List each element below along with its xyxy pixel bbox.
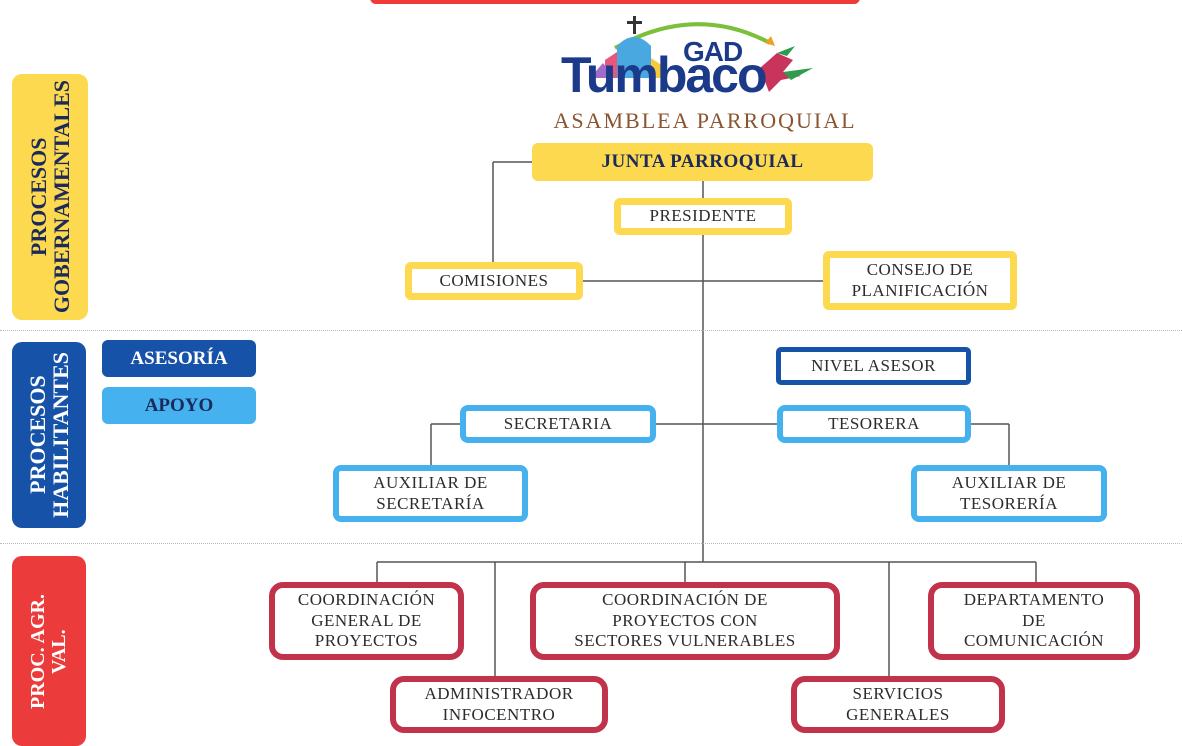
section-divider-bottom (0, 543, 1182, 544)
node-auxiliar-secretaria: AUXILIAR DE SECRETARÍA (333, 465, 528, 522)
node-consejo-planificacion: CONSEJO DE PLANIFICACIÓN (823, 251, 1017, 310)
node-junta-parroquial: JUNTA PARROQUIAL (532, 143, 873, 181)
node-tesorera: TESORERA (777, 405, 971, 443)
side-label-valor-text: PROC. AGR. VAL. (27, 593, 70, 709)
side-label-gobernamentales: PROCESOS GOBERNAMENTALES (12, 74, 88, 320)
gad-tumbaco-logo: GAD Tumbaco (555, 8, 825, 112)
church-logo-icon (590, 16, 813, 92)
legend-asesoria: ASESORÍA (102, 340, 256, 377)
asamblea-parroquial-title: ASAMBLEA PARROQUIAL (553, 108, 857, 133)
section-divider-top (0, 330, 1182, 331)
node-comisiones: COMISIONES (405, 262, 583, 300)
logo-tumbaco-text: Tumbaco (561, 47, 768, 103)
legend-apoyo: APOYO (102, 387, 256, 424)
node-secretaria: SECRETARIA (460, 405, 656, 443)
node-departamento-comunicacion: DEPARTAMENTO DE COMUNICACIÓN (928, 582, 1140, 660)
node-administrador-infocentro: ADMINISTRADOR INFOCENTRO (390, 676, 608, 733)
node-coordinacion-general: COORDINACIÓN GENERAL DE PROYECTOS (269, 582, 464, 660)
node-auxiliar-tesoreria: AUXILIAR DE TESORERÍA (911, 465, 1107, 522)
side-label-habilitantes: PROCESOS HABILITANTES (12, 342, 86, 528)
side-label-gobernamentales-text: PROCESOS GOBERNAMENTALES (25, 80, 74, 314)
node-presidente: PRESIDENTE (614, 198, 792, 235)
node-servicios-generales: SERVICIOS GENERALES (791, 676, 1005, 733)
node-nivel-asesor: NIVEL ASESOR (776, 347, 971, 385)
side-label-habilitantes-text: PROCESOS HABILITANTES (24, 352, 73, 518)
logo-gad-text: GAD (683, 36, 743, 67)
top-banner-bar (370, 0, 860, 4)
side-label-valor: PROC. AGR. VAL. (12, 556, 86, 746)
node-coordinacion-vulnerables: COORDINACIÓN DE PROYECTOS CON SECTORES V… (530, 582, 840, 660)
